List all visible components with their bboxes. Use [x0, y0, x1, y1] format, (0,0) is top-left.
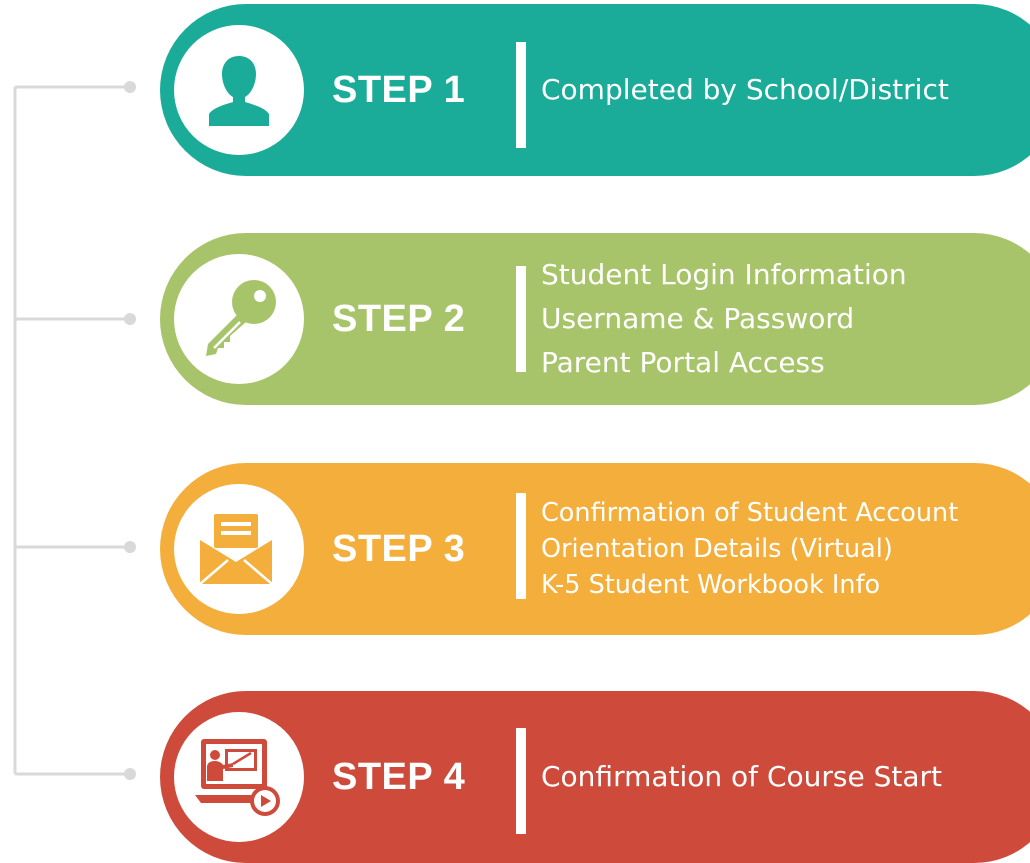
- step-3-detail: Confirmation of Student Account: [541, 498, 959, 528]
- step-3-divider: [516, 493, 526, 599]
- connector-dot: [124, 313, 136, 325]
- step-2-icon-badge: [174, 254, 304, 384]
- step-3-banner: STEP 3 Confirmation of Student Account O…: [160, 463, 1030, 635]
- step-4-detail: Confirmation of Course Start: [541, 760, 942, 793]
- connector-dot: [124, 768, 136, 780]
- step-3-details: Confirmation of Student Account Orientat…: [541, 463, 958, 635]
- step-1-details: Completed by School/District: [541, 4, 949, 176]
- envelope-icon: [199, 514, 273, 585]
- step-2-detail: Student Login Information: [541, 258, 907, 291]
- step-2-divider: [516, 266, 526, 372]
- step-3-detail: K-5 Student Workbook Info: [541, 570, 881, 600]
- step-3-icon-badge: [174, 484, 304, 614]
- step-1-divider: [516, 42, 526, 148]
- connector-dot: [124, 81, 136, 93]
- step-3-detail: Orientation Details (Virtual): [541, 534, 893, 564]
- key-icon: [206, 280, 276, 356]
- step-4-banner: STEP 4 Confirmation of Course Start: [160, 691, 1030, 863]
- step-2-banner: STEP 2 Student Login Information Usernam…: [160, 233, 1030, 405]
- step-1-icon-badge: [174, 25, 304, 155]
- step-2-label: STEP 2: [332, 297, 466, 340]
- step-1-label: STEP 1: [332, 68, 466, 111]
- step-2-detail: Username & Password: [541, 302, 855, 335]
- step-4-divider: [516, 728, 526, 834]
- step-2-details: Student Login Information Username & Pas…: [541, 233, 907, 405]
- step-2-detail: Parent Portal Access: [541, 346, 825, 379]
- online-lesson-icon: [195, 739, 280, 816]
- person-icon: [209, 56, 269, 126]
- step-3-label: STEP 3: [332, 527, 466, 570]
- step-4-icon-badge: [174, 712, 304, 842]
- step-1-detail: Completed by School/District: [541, 73, 949, 106]
- step-4-label: STEP 4: [332, 755, 466, 798]
- step-4-details: Confirmation of Course Start: [541, 691, 942, 863]
- step-connector: [13, 81, 136, 780]
- step-1-banner: STEP 1 Completed by School/District: [160, 4, 1030, 176]
- connector-dot: [124, 541, 136, 553]
